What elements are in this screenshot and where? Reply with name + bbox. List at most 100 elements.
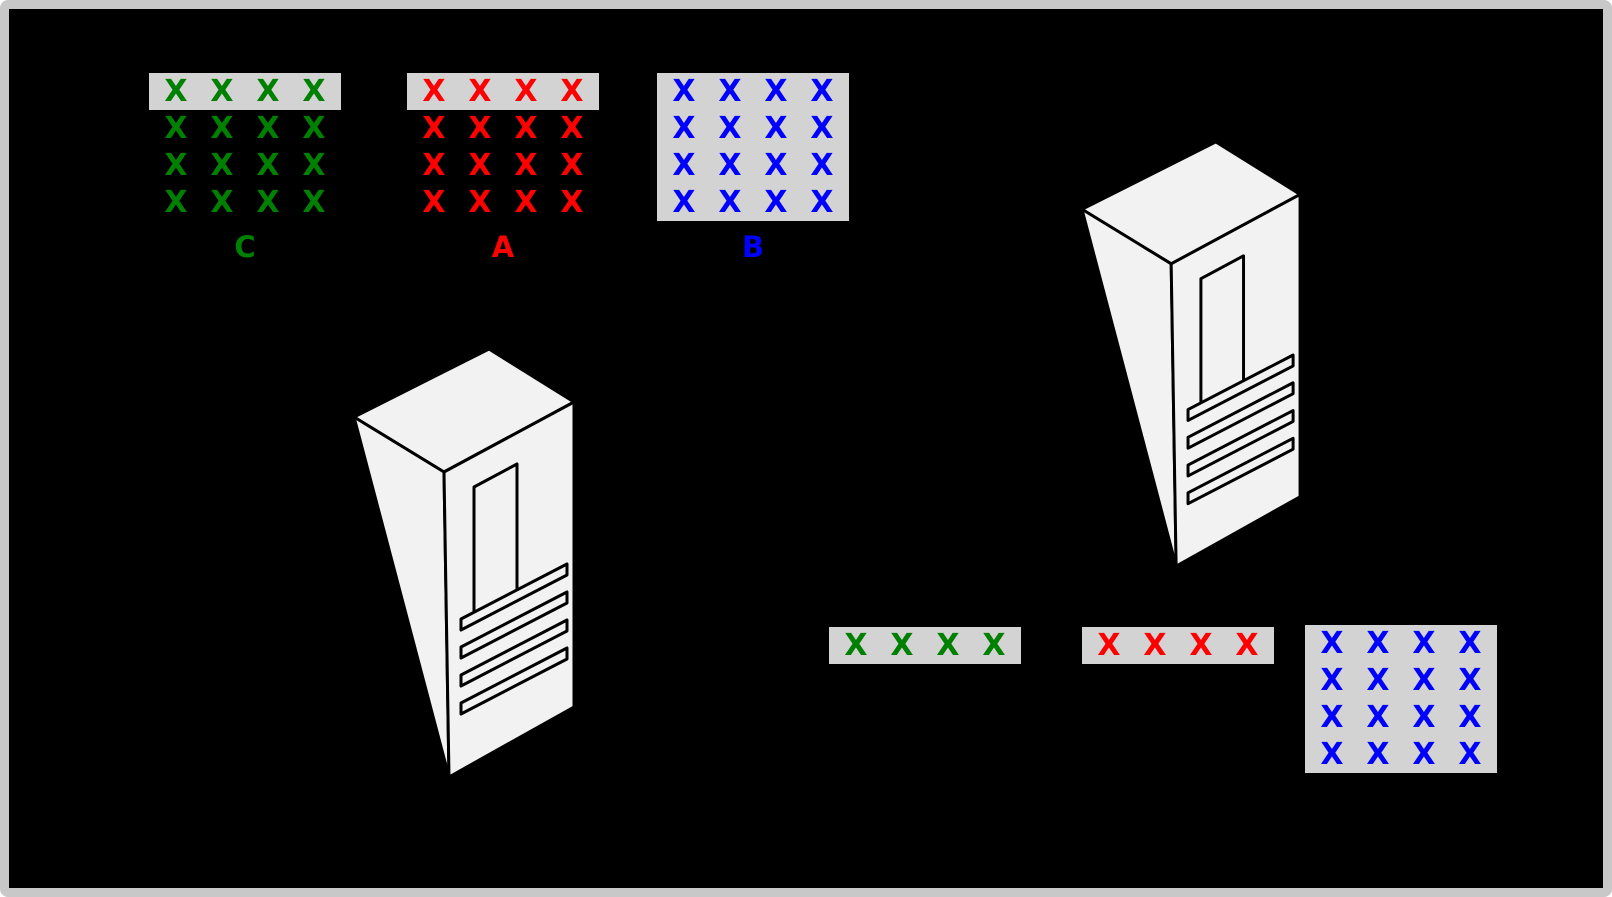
x-mark: X (1143, 628, 1167, 663)
x-mark: X (514, 185, 538, 220)
x-mark: X (256, 148, 280, 183)
x-mark: X (718, 185, 742, 220)
x-mark: X (1366, 626, 1390, 661)
table-b-label: B (741, 230, 765, 264)
x-mark: X (256, 185, 280, 220)
x-mark: X (672, 74, 696, 109)
x-mark: X (514, 148, 538, 183)
x-mark: X (1320, 626, 1344, 661)
x-mark: X (1320, 663, 1344, 698)
x-mark: X (560, 111, 584, 146)
x-mark: X (810, 111, 834, 146)
x-mark: X (1320, 700, 1344, 735)
x-mark: X (1458, 663, 1482, 698)
x-mark: X (936, 628, 960, 663)
server-1-icon (352, 347, 576, 779)
x-mark: X (210, 74, 234, 109)
x-mark: X (164, 148, 188, 183)
x-mark: X (210, 148, 234, 183)
x-mark: X (164, 111, 188, 146)
x-mark: X (302, 148, 326, 183)
x-mark: X (672, 111, 696, 146)
table-c-label: C (234, 230, 256, 264)
x-mark: X (164, 74, 188, 109)
x-mark: X (1366, 737, 1390, 772)
x-mark: X (810, 148, 834, 183)
x-mark: X (422, 148, 446, 183)
x-mark: X (718, 148, 742, 183)
x-mark: X (1097, 628, 1121, 663)
server-2-icon (1080, 140, 1302, 568)
x-mark: X (764, 111, 788, 146)
x-mark: X (718, 74, 742, 109)
x-mark: X (1412, 700, 1436, 735)
x-mark: X (256, 74, 280, 109)
x-mark: X (844, 628, 868, 663)
x-mark: X (810, 185, 834, 220)
x-mark: X (764, 74, 788, 109)
x-mark: X (810, 74, 834, 109)
x-mark: X (764, 148, 788, 183)
x-mark: X (302, 185, 326, 220)
x-mark: X (560, 148, 584, 183)
x-mark: X (1458, 737, 1482, 772)
x-mark: X (468, 185, 492, 220)
x-mark: X (422, 111, 446, 146)
x-mark: X (890, 628, 914, 663)
x-mark: X (468, 148, 492, 183)
x-mark: X (210, 111, 234, 146)
x-mark: X (302, 111, 326, 146)
x-mark: X (764, 185, 788, 220)
x-mark: X (1320, 737, 1344, 772)
table-a-label: A (491, 230, 515, 264)
x-mark: X (1458, 700, 1482, 735)
x-mark: X (1366, 663, 1390, 698)
x-mark: X (514, 111, 538, 146)
x-mark: X (210, 185, 234, 220)
x-mark: X (164, 185, 188, 220)
x-mark: X (514, 74, 538, 109)
x-mark: X (718, 111, 742, 146)
x-mark: X (256, 111, 280, 146)
x-mark: X (1412, 737, 1436, 772)
x-mark: X (1458, 626, 1482, 661)
x-mark: X (560, 74, 584, 109)
x-mark: X (302, 74, 326, 109)
x-mark: X (1366, 700, 1390, 735)
x-mark: X (1412, 626, 1436, 661)
x-mark: X (422, 185, 446, 220)
x-mark: X (422, 74, 446, 109)
x-mark: X (1412, 663, 1436, 698)
x-mark: X (672, 148, 696, 183)
x-mark: X (672, 185, 696, 220)
x-mark: X (560, 185, 584, 220)
